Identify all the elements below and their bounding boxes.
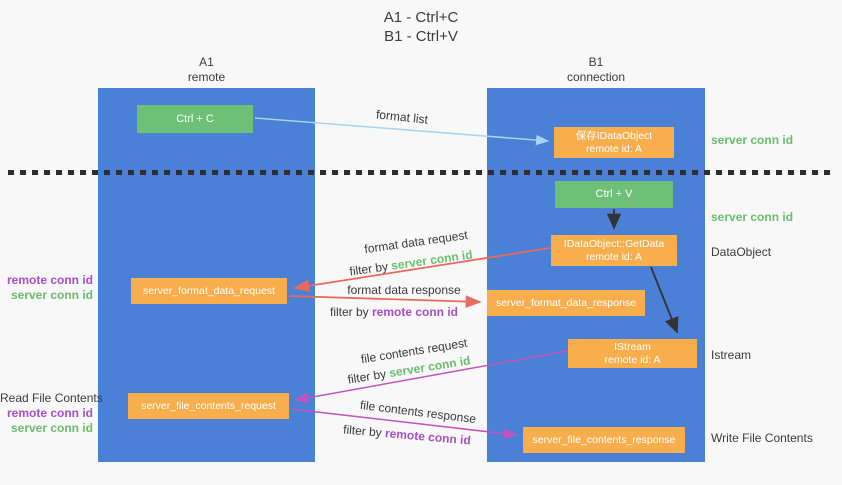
node-istream-line1: IStream [614, 340, 651, 353]
left-label-remote-conn-id-1: remote conn id [6, 273, 93, 287]
connector-arrow [290, 408, 518, 439]
right-label-istream: Istream [711, 348, 752, 362]
lane-header-b1: B1 connection [487, 55, 705, 85]
connector-arrow [294, 350, 568, 404]
node-istream: IStream remote id: A [568, 339, 697, 368]
node-file-request: server_file_contents_request [128, 393, 289, 419]
node-istream-line2: remote id: A [604, 353, 661, 366]
connector-arrow [650, 266, 679, 334]
connector-arrow [288, 295, 482, 308]
node-format-request-label: server_format_data_request [143, 284, 275, 297]
lane-a1-role: remote [187, 70, 226, 84]
node-file-response-label: server_file_contents_response [532, 433, 676, 446]
node-format-response-label: server_format_data_response [495, 296, 637, 309]
dotted-divider [8, 170, 830, 175]
diagram-title: A1 - Ctrl+C B1 - Ctrl+V [0, 8, 842, 46]
right-label-server-conn-id-2: server conn id [711, 210, 794, 224]
node-ctrl-c: Ctrl + C [137, 105, 253, 133]
lane-b1-role: connection [566, 70, 626, 84]
node-ctrl-v: Ctrl + V [555, 181, 673, 208]
node-format-response: server_format_data_response [487, 290, 645, 316]
node-save-dataobject-line1: 保存IDataObject [575, 129, 653, 142]
node-ctrl-v-label: Ctrl + V [595, 188, 633, 200]
node-save-dataobject-line2: remote id: A [585, 142, 643, 155]
edge-label-format-data-response: format data response [347, 283, 461, 297]
title-line-2: B1 - Ctrl+V [384, 28, 458, 45]
left-label-read-file-contents: Read File Contents [0, 391, 103, 405]
node-ctrl-c-label: Ctrl + C [176, 112, 214, 125]
lane-a1-name: A1 [199, 55, 214, 69]
left-label-server-conn-id-2: server conn id [10, 421, 93, 435]
lane-header-a1: A1 remote [98, 55, 315, 85]
title-line-1: A1 - Ctrl+C [383, 9, 459, 26]
node-file-request-label: server_file_contents_request [141, 399, 276, 412]
filter-by-text: filter by [329, 305, 372, 319]
node-getdata: IDataObject::GetData remote id: A [551, 235, 677, 266]
node-file-response: server_file_contents_response [523, 427, 685, 453]
node-getdata-line1: IDataObject::GetData [563, 237, 665, 250]
right-label-dataobject: DataObject [711, 245, 772, 259]
right-label-server-conn-id-1: server conn id [711, 133, 794, 147]
edge-label-filter-remote-1: filter by remote conn id [330, 305, 458, 319]
connector-arrow [254, 117, 550, 146]
connector-arrow [293, 247, 551, 292]
node-save-dataobject: 保存IDataObject remote id: A [554, 127, 674, 158]
filter-remote-conn-id: remote conn id [372, 305, 459, 319]
left-label-remote-conn-id-2: remote conn id [6, 406, 93, 420]
right-label-write-file-contents: Write File Contents [711, 431, 813, 445]
left-label-server-conn-id-1: server conn id [10, 288, 93, 302]
node-format-request: server_format_data_request [131, 278, 287, 304]
node-getdata-line2: remote id: A [585, 250, 643, 263]
lane-b1-name: B1 [588, 55, 604, 69]
